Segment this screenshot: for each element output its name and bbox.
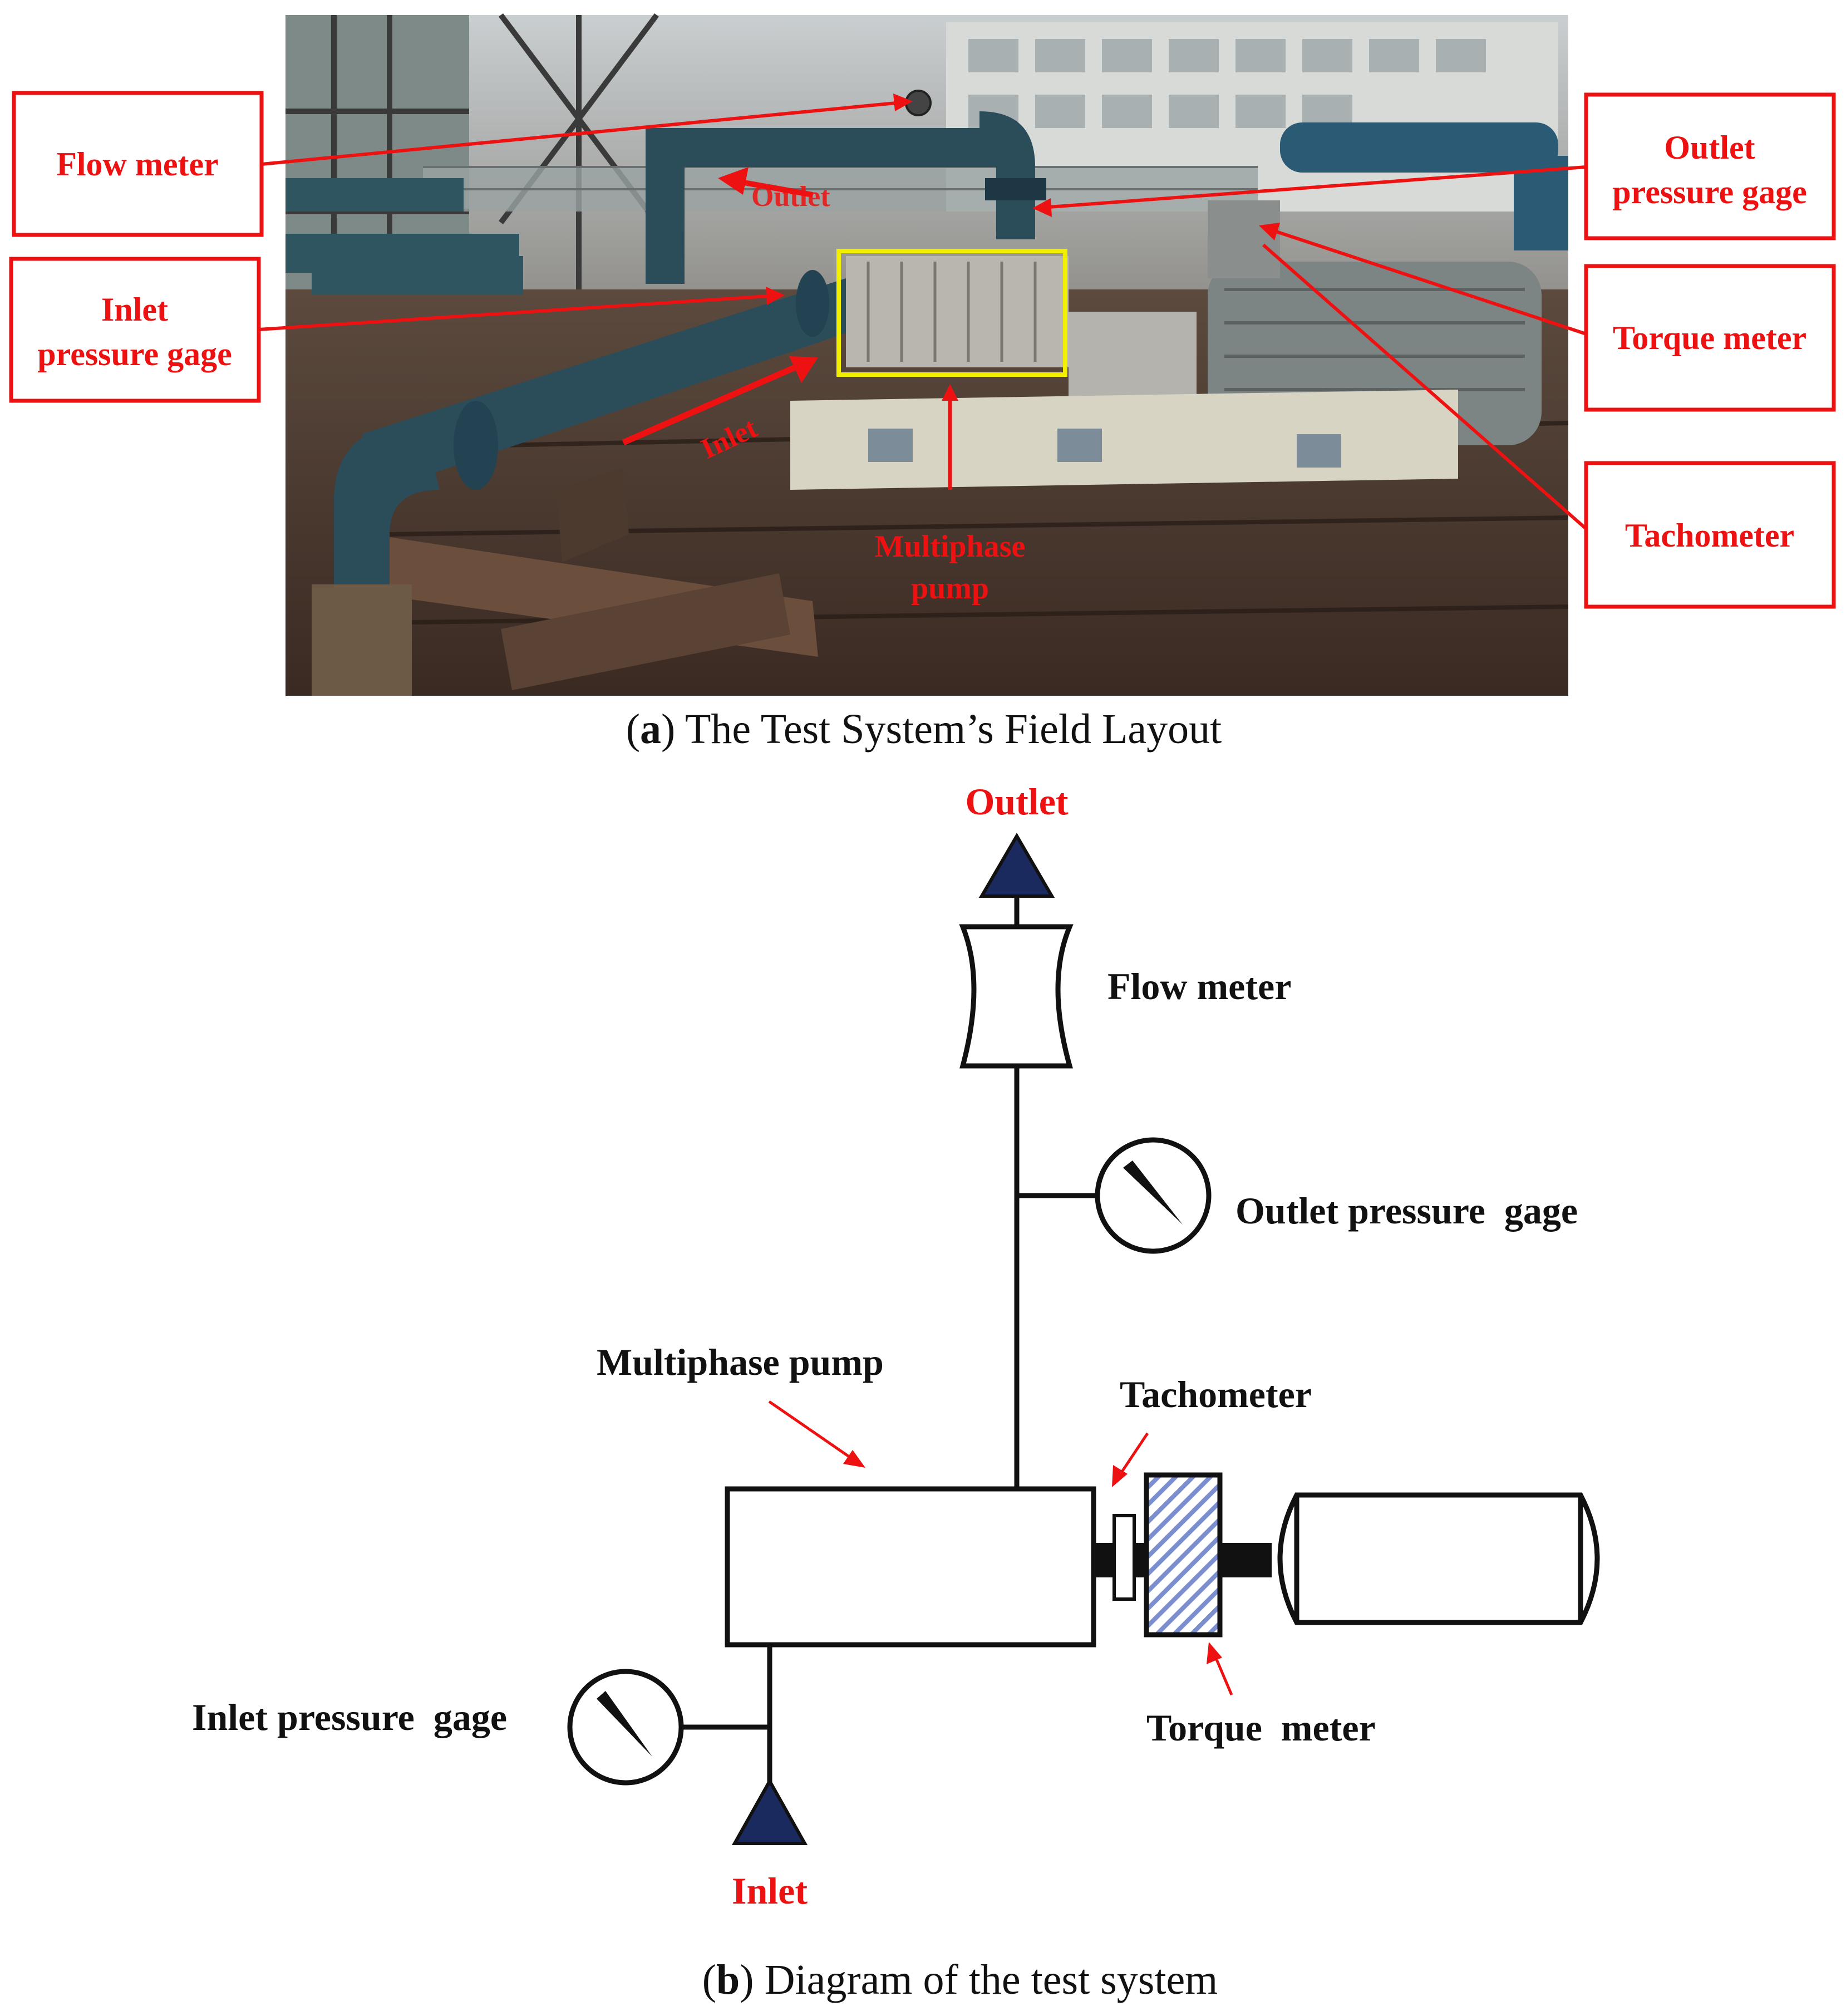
motor-icon: [1277, 1492, 1600, 1625]
caption-b-text: Diagram of the test system: [765, 1956, 1218, 2003]
callout-inlet-pressure-gage-line2: pressure gage: [37, 336, 232, 372]
callout-tachometer-label: Tachometer: [1625, 517, 1794, 554]
callout-flow-meter: Flow meter: [12, 91, 264, 237]
inlet-arrow-icon: [731, 1777, 808, 1845]
multiphase-pump-body: [725, 1486, 1096, 1648]
callout-inlet-pressure-gage-line1: Inlet: [101, 291, 168, 328]
caption-a-letter: a: [640, 706, 661, 753]
callout-outlet-pressure-gage-line1: Outlet: [1664, 129, 1755, 166]
callout-torque-meter: Torque meter: [1584, 264, 1836, 412]
caption-b: (b) Diagram of the test system: [702, 1956, 1218, 2003]
callout-tachometer: Tachometer: [1584, 461, 1836, 609]
schematic: [567, 833, 1600, 1845]
schematic-pointer-arrows: [768, 1400, 1233, 1695]
photo-labels: Outlet Inlet Multiphase pump: [696, 181, 1025, 606]
outlet-arrow-icon: [978, 833, 1055, 898]
flow-meter-icon: [959, 924, 1074, 1069]
callout-leader-lines: [258, 94, 1587, 530]
callouts: Flow meter Inlet pressure gage Outlet pr…: [9, 91, 1836, 609]
schematic-outlet-pressure-gage-label: Outlet pressure gage: [1235, 1189, 1578, 1232]
schematic-flow-meter-label: Flow meter: [1107, 965, 1291, 1007]
schematic-inlet-pressure-gage-label: Inlet pressure gage: [192, 1696, 507, 1738]
callout-outlet-pressure-gage: Outlet pressure gage: [1584, 92, 1836, 240]
callout-torque-meter-label: Torque meter: [1613, 319, 1806, 356]
pump-highlight-box: [836, 249, 1067, 377]
field-photo: [285, 13, 1569, 696]
schematic-outlet-label: Outlet: [965, 780, 1068, 823]
photo-arrows: [622, 167, 958, 490]
schematic-inlet-label: Inlet: [732, 1870, 808, 1912]
callout-inlet-pressure-gage: Inlet pressure gage: [9, 257, 261, 403]
callout-outlet-pressure-gage-line2: pressure gage: [1612, 174, 1806, 210]
schematic-multiphase-pump-label: Multiphase pump: [597, 1341, 884, 1383]
outlet-gage-needle: [1123, 1161, 1183, 1225]
tachometer-icon: [1112, 1514, 1136, 1601]
photo-pump-label-line2: pump: [911, 571, 989, 606]
photo-outlet-label: Outlet: [751, 181, 830, 213]
caption-a: (a) The Test System’s Field Layout: [626, 706, 1222, 753]
torque-meter-icon: [1144, 1472, 1223, 1638]
schematic-tachometer-label: Tachometer: [1120, 1373, 1312, 1415]
callout-flow-meter-label: Flow meter: [56, 146, 219, 183]
photo-pump-label-line1: Multiphase: [875, 529, 1026, 564]
inlet-gage-needle: [597, 1691, 652, 1757]
caption-b-letter: b: [716, 1956, 740, 2003]
caption-a-text: The Test System’s Field Layout: [685, 706, 1222, 753]
schematic-torque-meter-label: Torque meter: [1146, 1707, 1376, 1749]
